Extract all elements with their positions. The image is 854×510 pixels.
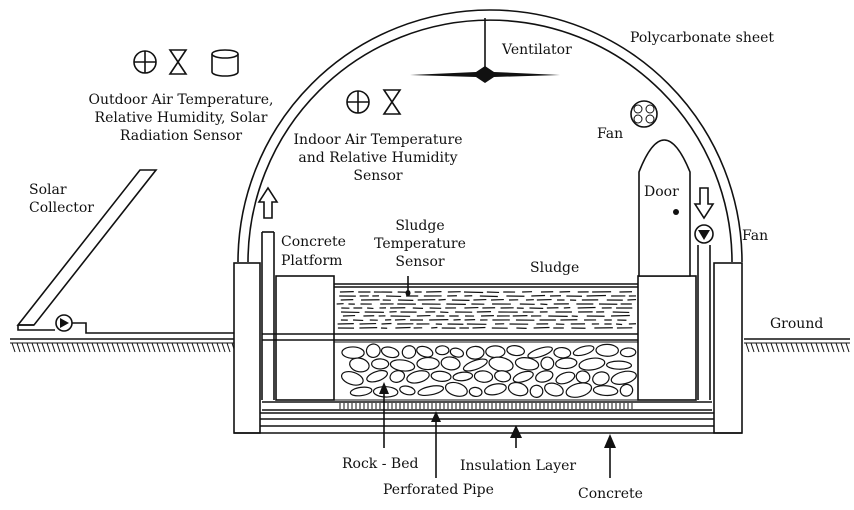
concrete-platform-label-1: Concrete xyxy=(281,234,346,250)
temperature-icon xyxy=(134,51,156,73)
sludge-temperature-probe xyxy=(406,276,411,296)
solar-collector-label-2: Collector xyxy=(29,200,94,216)
fan-top-label: Fan xyxy=(597,126,623,142)
insulation-label: Insulation Layer xyxy=(460,458,576,474)
fan-top-icon xyxy=(631,101,657,127)
indoor-sensor-icons xyxy=(347,90,400,114)
outdoor-sensor-icons xyxy=(134,50,238,76)
indoor-sensor-label-2: and Relative Humidity xyxy=(298,150,457,166)
fan-right-icon xyxy=(695,225,713,243)
air-inlet-arrow xyxy=(695,188,713,218)
humidity-icon xyxy=(384,90,400,114)
polycarbonate-label: Polycarbonate sheet xyxy=(630,30,774,46)
door-knob xyxy=(673,209,679,215)
indoor-sensor-label-3: Sensor xyxy=(353,168,403,184)
rock-bed-label: Rock - Bed xyxy=(342,456,418,472)
perforated-pipe xyxy=(262,402,712,410)
outdoor-sensor-label-2: Relative Humidity, Solar xyxy=(95,110,268,126)
outdoor-sensor-label-1: Outdoor Air Temperature, xyxy=(89,92,274,108)
outdoor-sensor-label-3: Radiation Sensor xyxy=(120,128,243,144)
indoor-sensor-label-1: Indoor Air Temperature xyxy=(294,132,463,148)
concrete-platform-label-2: Platform xyxy=(281,253,342,269)
ground-label: Ground xyxy=(770,316,823,332)
solar-collector-label-1: Solar xyxy=(29,182,67,198)
door xyxy=(639,140,690,276)
sludge-label: Sludge xyxy=(530,260,579,276)
ventilator-label: Ventilator xyxy=(501,42,572,58)
air-outlet-arrow xyxy=(259,188,277,218)
sludge-sensor-label-3: Sensor xyxy=(395,254,445,270)
concrete-label: Concrete xyxy=(578,486,643,502)
rock-bed xyxy=(334,342,638,400)
door-label: Door xyxy=(644,184,679,200)
sludge-sensor-label-1: Sludge xyxy=(395,218,444,234)
solar-radiation-icon xyxy=(212,50,238,76)
temperature-icon xyxy=(347,91,369,113)
diagram-labels: Ventilator Polycarbonate sheet Outdoor A… xyxy=(29,30,823,502)
perforated-pipe-label: Perforated Pipe xyxy=(383,482,494,498)
sludge-sensor-label-2: Temperature xyxy=(374,236,466,252)
humidity-icon xyxy=(170,50,186,74)
fan-right-label: Fan xyxy=(742,228,768,244)
